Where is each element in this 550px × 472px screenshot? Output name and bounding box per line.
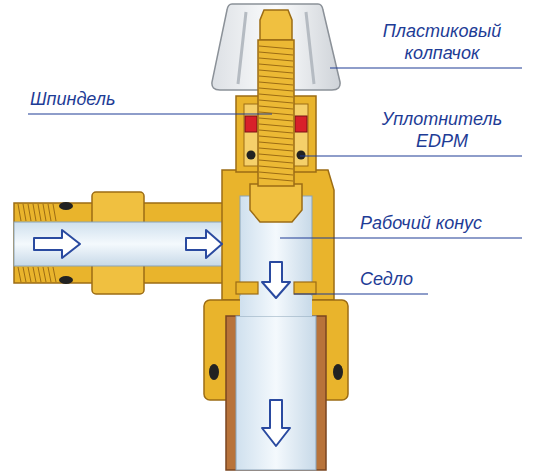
seal-epdm	[295, 116, 307, 132]
thread-stroke	[259, 94, 293, 97]
thread-stroke	[33, 204, 36, 221]
o-ring	[297, 151, 306, 160]
valve-body	[222, 170, 334, 300]
part-label: Рабочий конус	[360, 212, 482, 234]
o-ring	[59, 276, 73, 284]
thread-stroke	[48, 204, 51, 221]
inlet-bore	[14, 222, 246, 266]
o-ring	[247, 151, 256, 160]
thread-stroke	[48, 267, 51, 282]
thread-stroke	[259, 118, 293, 121]
pipe-bore	[236, 316, 316, 470]
thread-stroke	[259, 130, 293, 133]
part-label: Пластиковый колпачок	[362, 20, 522, 64]
thread-stroke	[28, 267, 31, 282]
spindle	[258, 40, 294, 186]
thread-stroke	[259, 58, 293, 61]
thread-stroke	[18, 267, 21, 282]
thread-stroke	[259, 46, 293, 49]
thread-stroke	[259, 160, 293, 163]
o-ring	[59, 202, 73, 210]
copper-pipe	[226, 316, 326, 470]
thread-stroke	[259, 178, 293, 181]
o-ring	[209, 364, 219, 380]
thread-stroke	[33, 267, 36, 282]
thread-stroke	[259, 52, 293, 55]
thread-stroke	[259, 166, 293, 169]
flow-arrow	[186, 230, 222, 258]
thread-stroke	[259, 70, 293, 73]
leader-line	[280, 237, 522, 238]
thread-stroke	[259, 100, 293, 103]
thread-stroke	[28, 204, 31, 221]
thread-stroke	[259, 106, 293, 109]
thread-stroke	[53, 204, 56, 221]
thread-stroke	[18, 204, 21, 221]
thread-stroke	[53, 267, 56, 282]
thread-stroke	[259, 172, 293, 175]
thread-stroke	[23, 204, 26, 221]
flow-arrow	[262, 262, 290, 298]
valve-seat	[236, 282, 258, 294]
o-ring	[333, 364, 343, 380]
outlet-bore	[240, 296, 312, 316]
flow-arrow	[262, 400, 290, 446]
valve-seat	[294, 282, 316, 294]
thread-stroke	[259, 64, 293, 67]
thread-stroke	[259, 88, 293, 91]
thread-stroke	[259, 154, 293, 157]
thread-stroke	[43, 204, 46, 221]
plastic-cap	[212, 4, 340, 90]
leader-line	[300, 155, 522, 156]
thread-stroke	[259, 136, 293, 139]
thread-stroke	[259, 142, 293, 145]
thread-stroke	[259, 76, 293, 79]
thread-stroke	[38, 267, 41, 282]
thread-stroke	[259, 124, 293, 127]
thread-stroke	[259, 82, 293, 85]
seal-epdm	[245, 116, 257, 132]
thread-stroke	[43, 267, 46, 282]
working-cone	[250, 184, 302, 222]
leader-line	[294, 293, 428, 294]
thread-stroke	[23, 267, 26, 282]
part-label: Уплотнитель EDPM	[362, 108, 522, 152]
flow-arrow	[34, 230, 80, 258]
spindle-head	[260, 10, 292, 40]
part-label: Седло	[360, 268, 413, 290]
thread-stroke	[259, 148, 293, 151]
part-label: Шпиндель	[30, 88, 115, 110]
leader-line	[28, 113, 272, 114]
leader-line	[330, 67, 522, 68]
thread-stroke	[38, 204, 41, 221]
